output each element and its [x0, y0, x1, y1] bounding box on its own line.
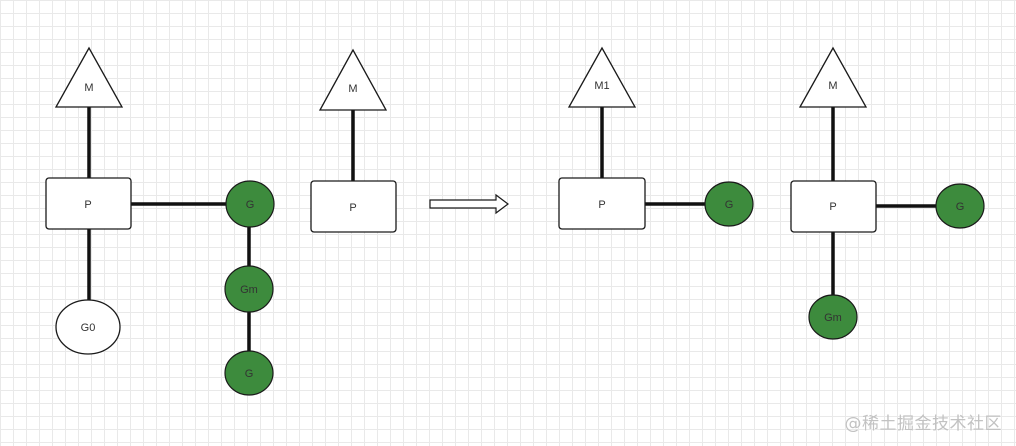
machine-node-m1-right: M1	[567, 46, 637, 108]
goroutine-label: G	[956, 201, 965, 213]
goroutine-node-g-right-1: G	[704, 181, 754, 227]
processor-label: P	[829, 201, 836, 213]
machine-node-m-right-2: M	[798, 46, 868, 108]
machine-label: M	[84, 82, 93, 94]
processor-label: P	[349, 202, 356, 214]
watermark-text: @稀土掘金技术社区	[844, 414, 1002, 434]
machine-label: M1	[594, 80, 609, 92]
goroutine-label: G	[245, 368, 254, 380]
processor-node-p-left: P	[45, 177, 132, 230]
goroutine-node-g-next: G	[224, 350, 274, 396]
machine-node-m-left: M	[54, 46, 124, 108]
processor-node-p-right-1: P	[558, 177, 646, 230]
goroutine-node-g0: G0	[55, 299, 121, 355]
processor-label: P	[84, 199, 91, 211]
goroutine-node-g-right-2: G	[935, 183, 985, 229]
processor-label: P	[598, 199, 605, 211]
goroutine-label: Gm	[824, 312, 842, 324]
processor-node-p-right-2: P	[790, 180, 877, 233]
machine-label: M	[348, 83, 357, 95]
goroutine-node-gm-left: Gm	[224, 265, 274, 313]
goroutine-label: Gm	[240, 284, 258, 296]
processor-node-p-left-2: P	[310, 180, 397, 233]
machine-node-m-left-2: M	[318, 48, 388, 111]
machine-label: M	[828, 80, 837, 92]
goroutine-label: G0	[81, 322, 96, 334]
goroutine-node-g-running: G	[225, 180, 275, 228]
goroutine-node-gm-right: Gm	[808, 294, 858, 340]
transition-arrow-icon	[429, 193, 509, 215]
goroutine-label: G	[725, 199, 734, 211]
goroutine-label: G	[246, 199, 255, 211]
